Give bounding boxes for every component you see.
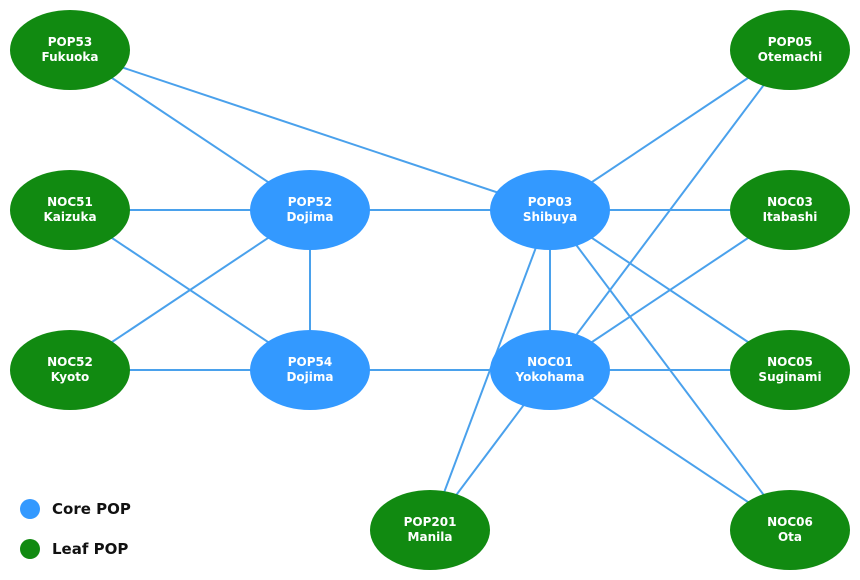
node-noc01-id: NOC01 xyxy=(527,355,573,369)
node-pop201: POP201 Manila xyxy=(370,490,490,570)
node-pop54-city: Dojima xyxy=(286,370,334,384)
legend-core: Core POP xyxy=(20,499,131,519)
node-pop05: POP05 Otemachi xyxy=(730,10,850,90)
legend-core-dot-icon xyxy=(20,499,40,519)
node-pop54-id: POP54 xyxy=(287,355,333,369)
edge-pop53-pop03 xyxy=(69,49,551,211)
node-noc05: NOC05 Suginami xyxy=(730,330,850,410)
node-pop03: POP03 Shibuya xyxy=(490,170,610,250)
node-pop52: POP52 Dojima xyxy=(250,170,370,250)
node-noc52-id: NOC52 xyxy=(47,355,93,369)
legend-core-label: Core POP xyxy=(52,500,131,518)
node-pop53: POP53 Fukuoka xyxy=(10,10,130,90)
edge-noc01-pop05 xyxy=(549,49,791,371)
node-noc06: NOC06 Ota xyxy=(730,490,850,570)
node-pop52-id: POP52 xyxy=(287,195,333,209)
node-noc51-id: NOC51 xyxy=(47,195,93,209)
node-noc01-city: Yokohama xyxy=(515,370,585,384)
node-pop201-id: POP201 xyxy=(403,515,457,529)
node-pop53-city: Fukuoka xyxy=(41,50,99,64)
legend-leaf-dot-icon xyxy=(20,539,40,559)
node-noc06-id: NOC06 xyxy=(767,515,813,529)
node-noc03-id: NOC03 xyxy=(767,195,813,209)
node-noc52: NOC52 Kyoto xyxy=(10,330,130,410)
node-pop05-city: Otemachi xyxy=(757,50,823,64)
node-pop03-city: Shibuya xyxy=(522,210,578,224)
node-noc03-city: Itabashi xyxy=(762,210,818,224)
node-pop54: POP54 Dojima xyxy=(250,330,370,410)
node-pop05-id: POP05 xyxy=(767,35,813,49)
node-pop03-id: POP03 xyxy=(527,195,573,209)
legend-leaf-label: Leaf POP xyxy=(52,540,129,558)
node-noc03: NOC03 Itabashi xyxy=(730,170,850,250)
node-pop52-city: Dojima xyxy=(286,210,334,224)
node-noc51: NOC51 Kaizuka xyxy=(10,170,130,250)
node-pop201-city: Manila xyxy=(407,530,453,544)
node-noc52-city: Kyoto xyxy=(50,370,90,384)
node-noc06-city: Ota xyxy=(777,530,803,544)
node-pop53-id: POP53 xyxy=(47,35,93,49)
node-noc05-id: NOC05 xyxy=(767,355,813,369)
node-noc05-city: Suginami xyxy=(758,370,822,384)
node-noc51-city: Kaizuka xyxy=(43,210,97,224)
node-noc01: NOC01 Yokohama xyxy=(490,330,610,410)
legend-leaf: Leaf POP xyxy=(20,539,128,559)
